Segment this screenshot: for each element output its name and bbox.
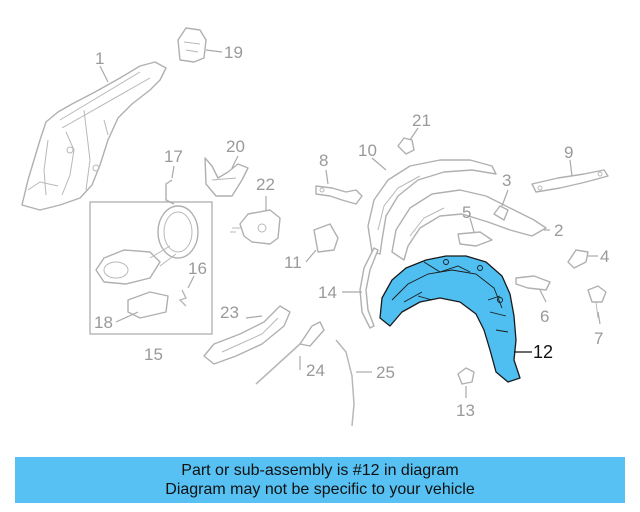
callout-15: 15 bbox=[144, 345, 163, 364]
callout-7: 7 bbox=[594, 329, 603, 348]
callout-4: 4 bbox=[600, 247, 609, 266]
callout-9: 9 bbox=[564, 143, 573, 162]
part-11-bracket bbox=[313, 223, 339, 253]
callout-8: 8 bbox=[319, 151, 328, 170]
callout-17: 17 bbox=[164, 147, 183, 166]
leader-18 bbox=[115, 311, 139, 323]
callout-2: 2 bbox=[554, 221, 563, 240]
callout-23: 23 bbox=[220, 303, 239, 322]
part-16-spring bbox=[178, 289, 187, 307]
part-8-hinge bbox=[315, 185, 363, 205]
part-3-stud bbox=[493, 205, 509, 221]
leader-21 bbox=[409, 127, 419, 141]
callout-1: 1 bbox=[95, 49, 104, 68]
leader-5 bbox=[469, 217, 475, 233]
part-23-sill bbox=[203, 305, 291, 365]
callout-24: 24 bbox=[306, 361, 325, 380]
part-12-wheel-liner-highlighted bbox=[379, 255, 521, 383]
part-7-bolt bbox=[587, 285, 607, 319]
callout-22: 22 bbox=[256, 175, 275, 194]
part-1-quarter-panel bbox=[21, 61, 167, 211]
part-4-bracket bbox=[567, 249, 589, 269]
callout-19: 19 bbox=[224, 43, 243, 62]
leader-20 bbox=[231, 155, 239, 169]
callout-25: 25 bbox=[376, 363, 395, 382]
callout-14: 14 bbox=[318, 283, 337, 302]
leader-11 bbox=[305, 249, 317, 263]
part-13-clip bbox=[457, 367, 475, 385]
callout-3: 3 bbox=[502, 171, 511, 190]
callout-13: 13 bbox=[456, 401, 475, 420]
leader-3 bbox=[501, 189, 509, 207]
banner-line-2: Diagram may not be specific to your vehi… bbox=[165, 481, 475, 498]
callout-21: 21 bbox=[412, 111, 431, 130]
part-20-bracket bbox=[204, 157, 249, 197]
leader-17 bbox=[171, 165, 175, 179]
part-2-fender bbox=[391, 189, 547, 261]
banner-line-1: Part or sub-assembly is #12 in diagram bbox=[181, 462, 459, 479]
part-19-bracket bbox=[177, 27, 207, 63]
callout-18: 18 bbox=[94, 313, 113, 332]
part-22-actuator bbox=[230, 209, 281, 245]
leader-16 bbox=[187, 275, 195, 289]
part-5-clip bbox=[457, 231, 493, 247]
part-17-hook bbox=[165, 179, 175, 205]
part-21-clip bbox=[397, 137, 415, 155]
part-9-rail bbox=[531, 169, 609, 193]
part-14-seal bbox=[359, 247, 379, 329]
callout-6: 6 bbox=[540, 307, 549, 326]
leader-10 bbox=[371, 157, 387, 171]
callout-20: 20 bbox=[226, 137, 245, 156]
part-15-fuel-door-group bbox=[89, 201, 213, 335]
part-24-rod bbox=[255, 321, 325, 385]
callout-10: 10 bbox=[358, 141, 377, 160]
callout-12: 12 bbox=[533, 342, 553, 362]
leader-6 bbox=[539, 289, 547, 303]
leader-7 bbox=[597, 311, 601, 325]
leader-1 bbox=[99, 65, 109, 83]
leader-23 bbox=[245, 315, 263, 319]
part-25-strip bbox=[335, 339, 355, 427]
leader-9 bbox=[569, 159, 573, 177]
leader-19 bbox=[205, 49, 223, 53]
callout-11: 11 bbox=[284, 253, 302, 272]
info-banner: Part or sub-assembly is #12 in diagram D… bbox=[15, 457, 625, 503]
callout-5: 5 bbox=[462, 203, 471, 222]
part-6-trim bbox=[515, 275, 551, 291]
leader-8 bbox=[325, 169, 329, 185]
callout-16: 16 bbox=[188, 259, 207, 278]
part-10-arch-flare bbox=[367, 159, 497, 255]
